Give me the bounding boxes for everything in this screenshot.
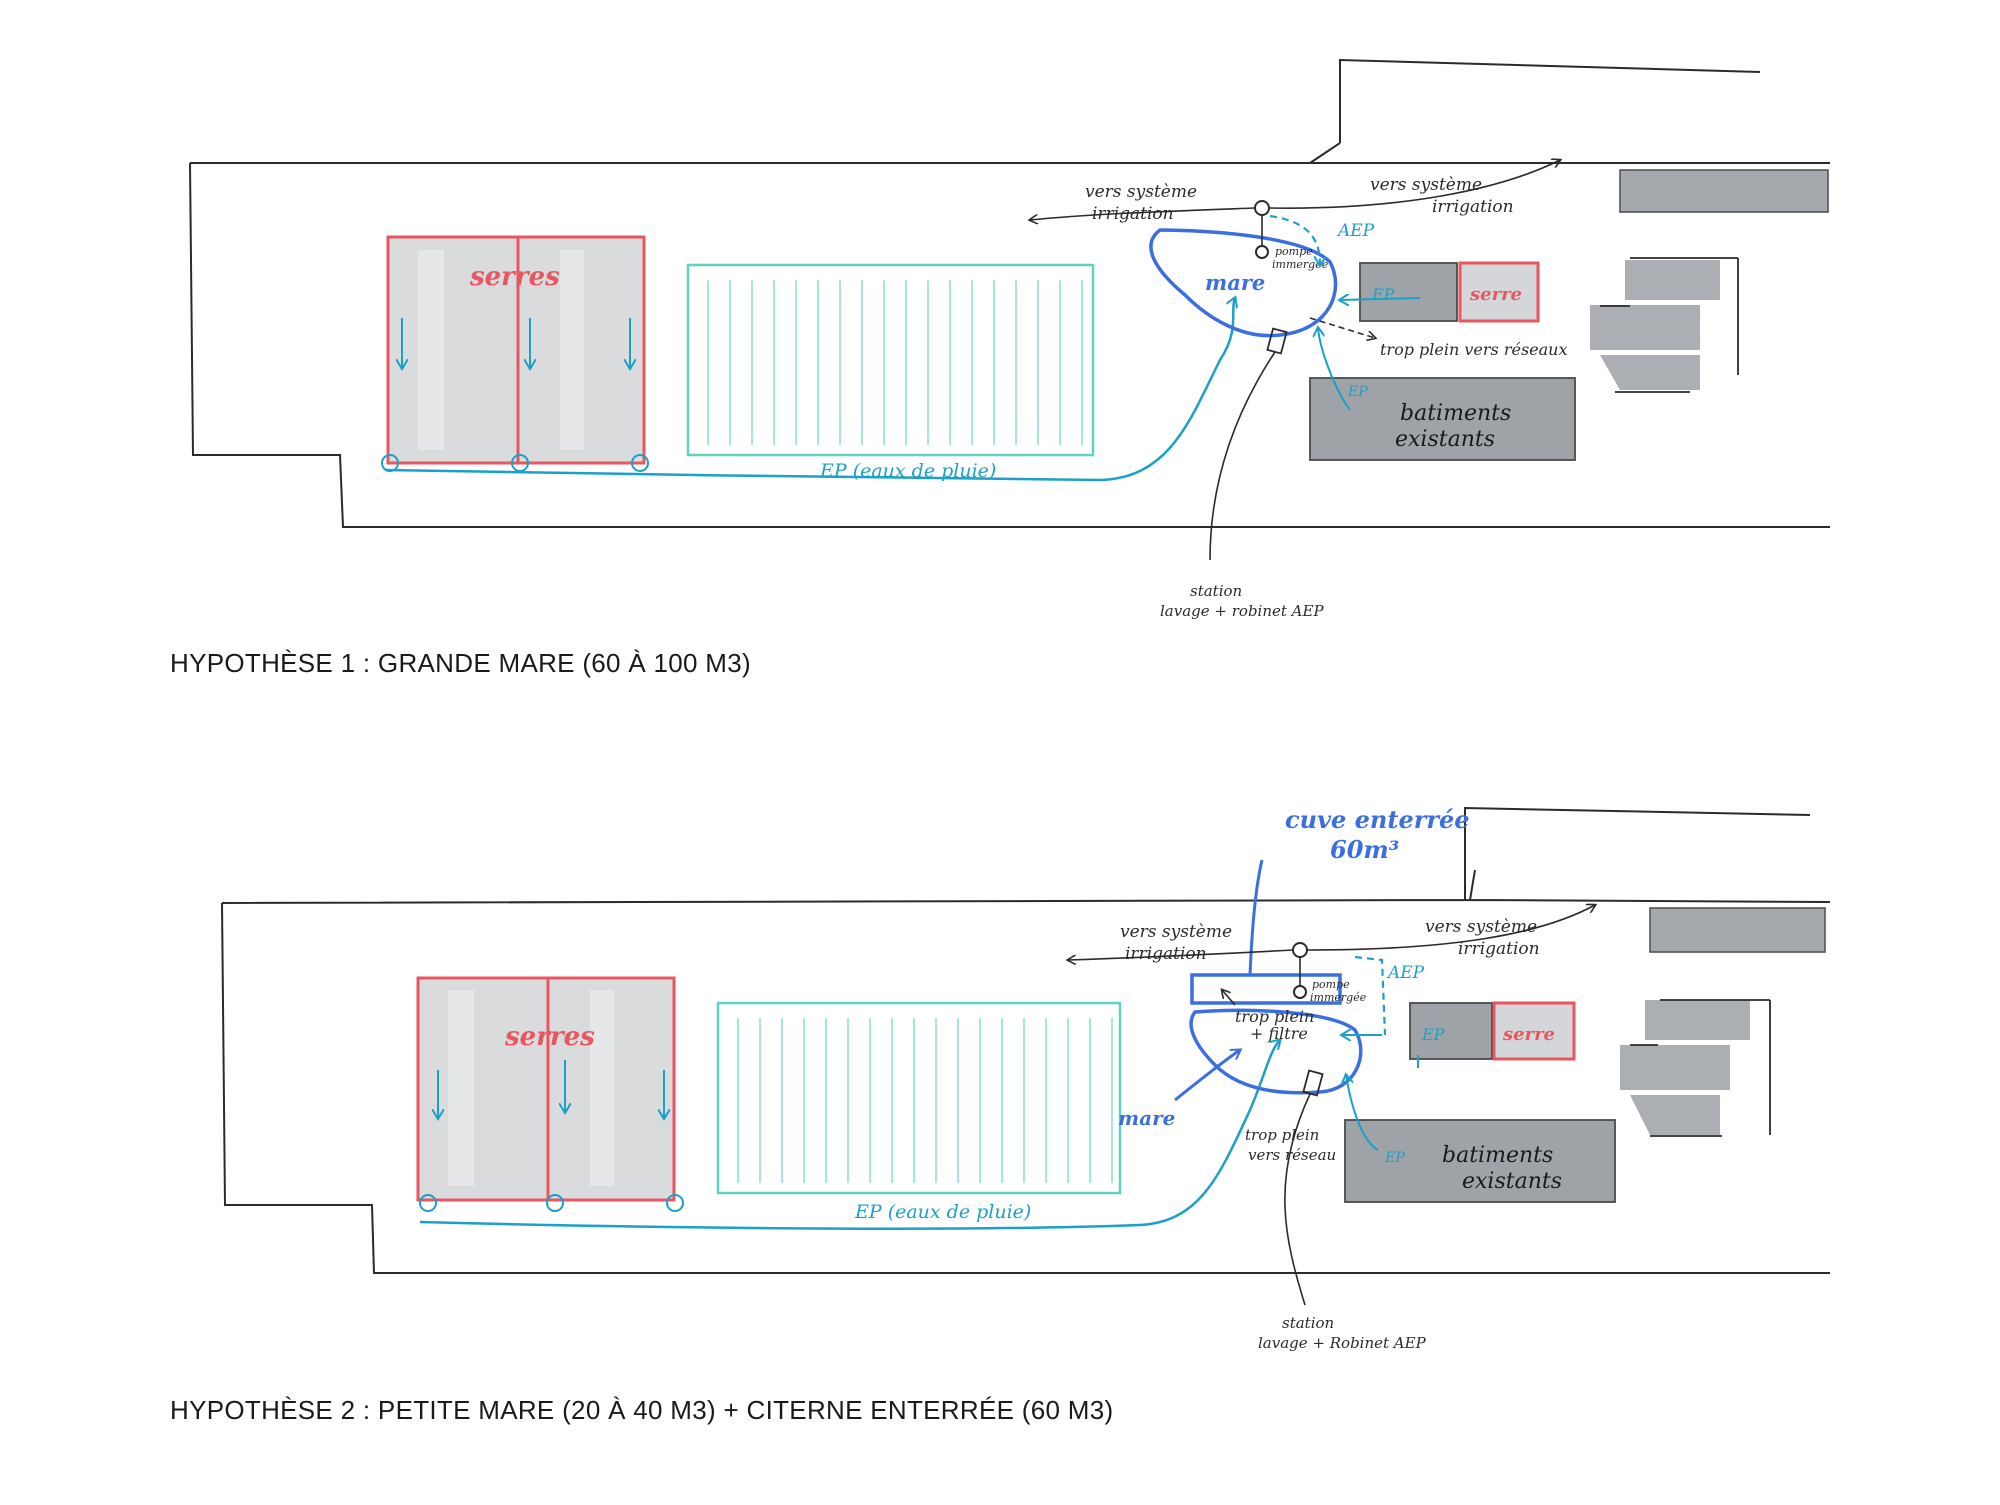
serres-label-h1: serres (469, 262, 560, 292)
site-outline-h1 (189, 58, 1830, 528)
parking-h1 (686, 263, 1095, 457)
greenhouses-h2: serres (416, 976, 684, 1212)
serre-label-h2: serre (1502, 1024, 1555, 1045)
irrigation-right-h1 (1269, 160, 1560, 209)
ep-building-label-h2: EP (1421, 1025, 1445, 1044)
ep-pluie-label-h1: EP (eaux de pluie) (819, 460, 996, 482)
mare-label-h2: mare (1118, 1106, 1175, 1130)
aep-label-h1: AEP (1336, 221, 1375, 241)
irrigation-left-h1 (1030, 207, 1256, 220)
ep-bat-label-h1: EP (1347, 384, 1368, 400)
caption-hypothesis-1: HYPOTHÈSE 1 : GRANDE MARE (60 À 100 M3) (170, 648, 751, 678)
trop-plein-label-h1: trop plein vers réseaux (1380, 340, 1568, 359)
irrigation-right-h2 (1306, 905, 1595, 951)
rainwater-pipe-h2 (419, 1040, 1280, 1230)
rainwater-pipe-h1 (384, 298, 1235, 482)
caption-hypothesis-2: HYPOTHÈSE 2 : PETITE MARE (20 À 40 M3) +… (170, 1395, 1114, 1425)
mare-leader-h2 (1174, 1050, 1240, 1102)
greenhouses-h1: serres (381, 235, 649, 472)
trop-plein-filtre-label: trop plein+ filtre (1235, 1007, 1314, 1043)
mare-label-h1: mare (1205, 270, 1265, 295)
ep-building-label-h1: EP (1371, 285, 1395, 304)
serres-label-h2: serres (504, 1022, 595, 1052)
cuve-leader-h2 (1248, 859, 1264, 976)
parking-h2 (716, 1001, 1122, 1195)
pond-h2 (1189, 1008, 1363, 1095)
irrigation-left-h2 (1068, 949, 1294, 960)
aep-dashed-h2 (1354, 955, 1387, 1036)
serre-label-h1: serre (1469, 284, 1522, 305)
ep-bat-label-h2: EP (1384, 1150, 1405, 1166)
aep-label-h2: AEP (1386, 963, 1425, 983)
pond-h1 (1149, 228, 1338, 338)
site-outline-h2 (221, 806, 1831, 1274)
citerne-h2 (1190, 973, 1342, 1005)
hypothesis-2-plan: serres EP (eaux de pluie) trop plein+ fi… (221, 805, 1831, 1352)
ep-pluie-label-h2: EP (eaux de pluie) (854, 1201, 1031, 1223)
